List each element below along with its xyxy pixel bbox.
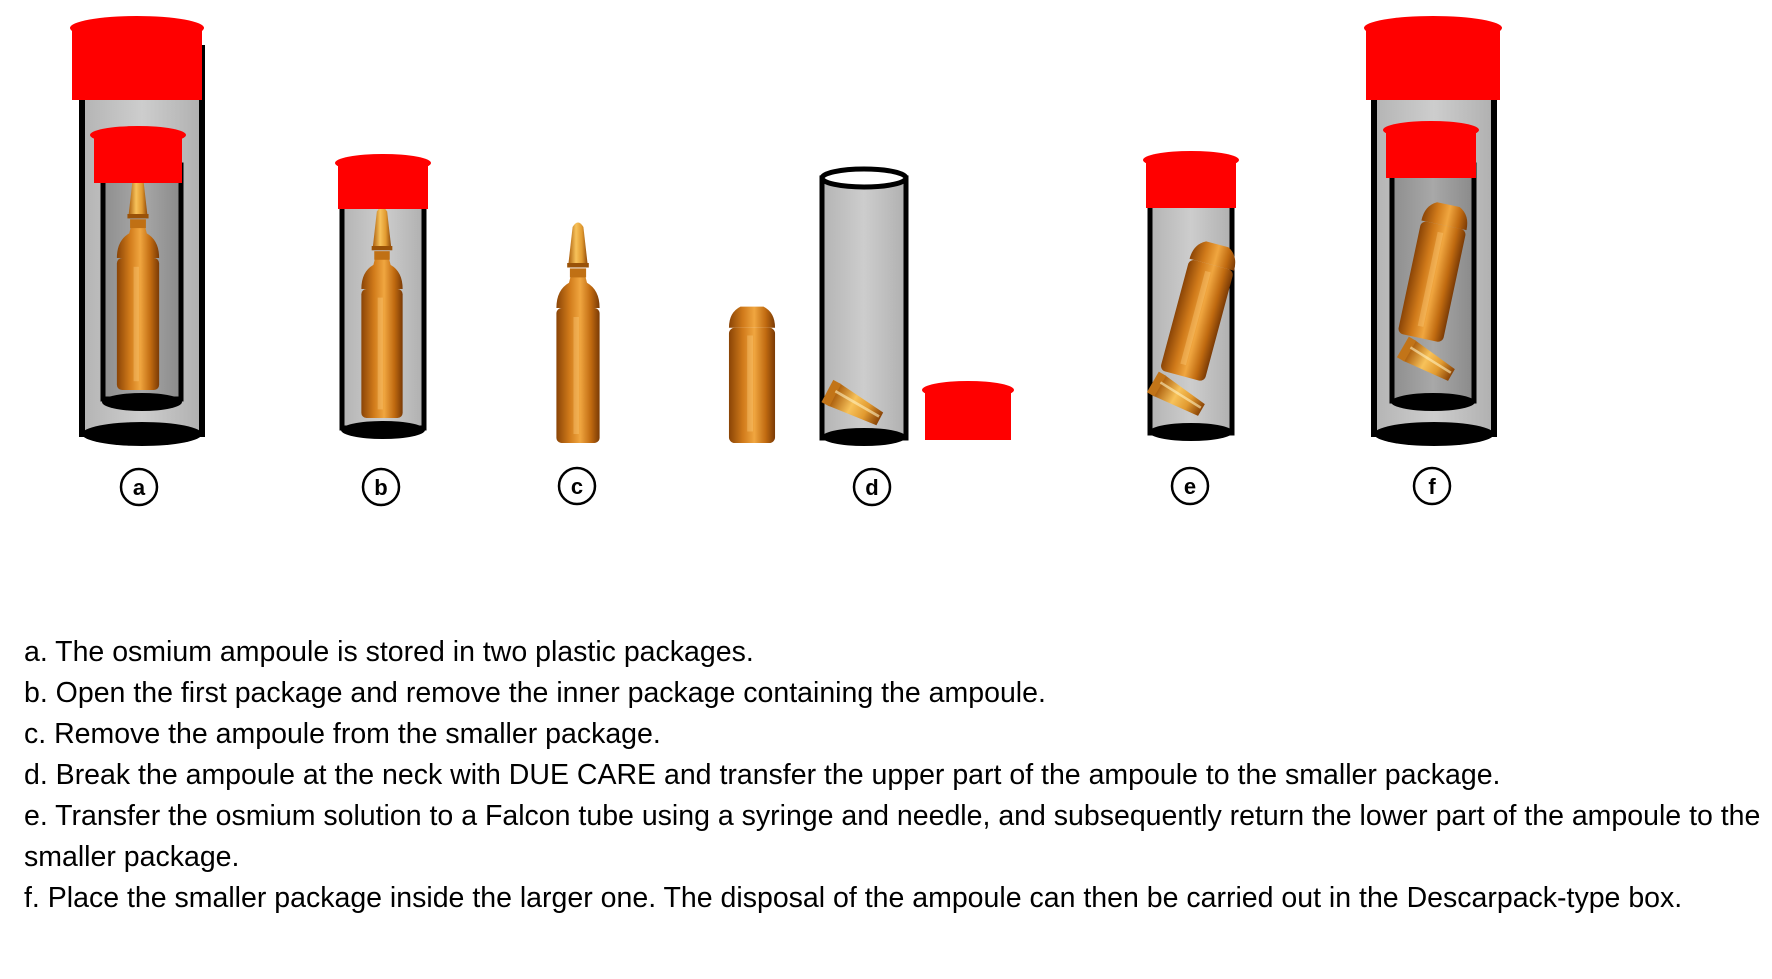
label-c: c <box>557 466 597 506</box>
label-b-text: b <box>374 475 387 500</box>
label-a: a <box>119 467 159 507</box>
step-a: a. The osmium ampoule is stored in two p… <box>24 636 754 668</box>
label-e: e <box>1170 466 1210 506</box>
label-b: b <box>361 467 401 507</box>
panel-f <box>1364 16 1502 446</box>
step-b: b. Open the first package and remove the… <box>24 677 1046 709</box>
step-f: f. Place the smaller package inside the … <box>24 882 1683 914</box>
label-f-text: f <box>1428 474 1436 499</box>
step-e: e. Transfer the osmium solution to a Fal… <box>24 800 1761 873</box>
label-e-text: e <box>1184 474 1196 499</box>
step-c: c. Remove the ampoule from the smaller p… <box>24 718 661 750</box>
step-d: d. Break the ampoule at the neck with DU… <box>24 759 1501 791</box>
label-a-text: a <box>133 475 146 500</box>
panel-b <box>335 154 431 439</box>
step-descriptions: a. The osmium ampoule is stored in two p… <box>24 632 1764 919</box>
procedure-diagram: a b c d e f <box>70 16 1502 507</box>
panel-c <box>556 222 600 443</box>
label-d: d <box>852 467 892 507</box>
panel-e <box>1143 151 1240 441</box>
panel-a <box>70 16 205 446</box>
panel-d <box>728 166 1014 446</box>
label-c-text: c <box>571 474 583 499</box>
label-d-text: d <box>865 475 878 500</box>
label-f: f <box>1412 466 1452 506</box>
